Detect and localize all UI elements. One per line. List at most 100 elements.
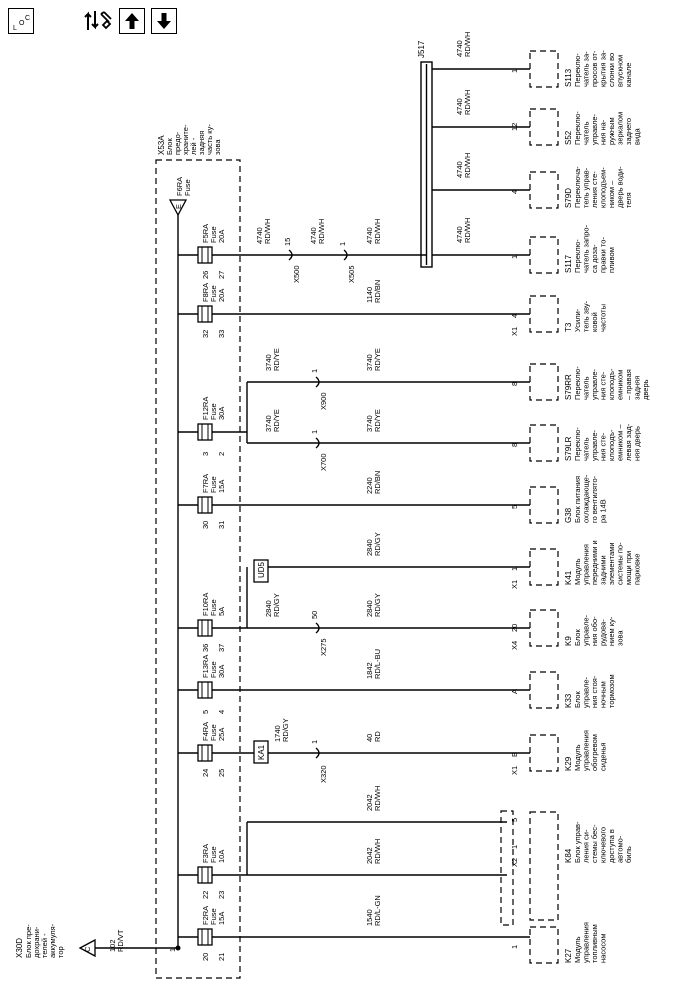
wire-code: 2042	[365, 847, 374, 864]
arrow-down-button[interactable]	[151, 8, 177, 34]
wire-color: RD/WH	[373, 786, 382, 811]
wire-color: RD/GY	[373, 593, 382, 617]
wire-code: 4740	[455, 40, 464, 57]
wire-color: RD/WH	[263, 219, 272, 244]
component-description: зова	[616, 630, 625, 646]
source-description: телей -	[40, 933, 49, 958]
source-description: Блок пре-	[24, 924, 33, 958]
component-description: ковой	[590, 312, 599, 332]
fuse-rating: 20A	[217, 289, 226, 302]
fuse-f2ra	[197, 928, 213, 946]
component-pin: 5	[510, 818, 519, 822]
inline-connector-name: X500	[292, 265, 301, 283]
wire-color: RD/L-GN	[373, 895, 382, 926]
swap-diagram-icon[interactable]	[84, 8, 112, 34]
fuse-rating: 30A	[217, 665, 226, 678]
wire-color: RD/GY	[373, 532, 382, 556]
component-description: передними и	[590, 540, 599, 585]
component-description: клоподъ-	[607, 429, 616, 461]
wire-code: 4740	[455, 161, 464, 178]
component-description: парковке	[633, 554, 642, 585]
wire-color: RD/VT	[116, 929, 125, 952]
inline-connector-x900	[315, 376, 320, 388]
wire-code: 4740	[309, 227, 318, 244]
component-pin: 1	[510, 567, 519, 571]
component-description: стемы бес-	[590, 824, 599, 863]
fuse-block-description: зова	[213, 139, 222, 155]
component-description: ления сте-	[590, 171, 599, 208]
wire-code: 1740	[273, 725, 282, 742]
component-box-s79rr	[529, 363, 559, 401]
wire-color: RD/WH	[373, 219, 382, 244]
component-name-s79lr: S79LR	[564, 436, 573, 461]
wire-code: 2840	[365, 539, 374, 556]
component-description: ночным	[599, 681, 608, 708]
component-description: правки то-	[599, 237, 608, 273]
ref-name-ka1: KA1	[257, 744, 266, 760]
fuse-f5ra	[197, 246, 213, 264]
fuse-block-description: предо-	[173, 131, 182, 155]
fuse-pin: 25	[217, 769, 226, 777]
fuse-sub: Fuse	[209, 599, 218, 616]
component-pin: 1	[510, 845, 519, 849]
component-description: Блок	[573, 691, 582, 708]
wire-color: RD/BN	[373, 280, 382, 303]
component-description: ния стоя-	[590, 675, 599, 708]
component-description: доступа в	[607, 829, 616, 863]
component-description: автомо-	[616, 835, 625, 863]
component-description: чатель	[582, 437, 591, 461]
component-description: управления	[582, 922, 591, 963]
component-pin: 1	[510, 255, 519, 259]
component-description: ния на-	[599, 119, 608, 145]
component-box-k84	[529, 811, 559, 921]
component-connector: X2	[510, 858, 519, 867]
inline-connector-name: X700	[319, 453, 328, 471]
inline-connector-x700	[315, 437, 320, 449]
component-description: го вентилято-	[590, 475, 599, 523]
component-description: Модуль	[573, 936, 582, 963]
wire-code: 1842	[365, 662, 374, 679]
source-letter: C	[83, 946, 92, 952]
component-description: ником –	[607, 180, 616, 208]
fuse-rating: 20A	[217, 230, 226, 243]
component-name-k33: K33	[564, 693, 573, 708]
wire-color: RD/BN	[373, 471, 382, 494]
wire-code: 2042	[365, 794, 374, 811]
component-description: Переклю-	[573, 239, 582, 273]
fuse-f12ra	[197, 423, 213, 441]
component-description: крытия за-	[599, 50, 608, 87]
component-description: тормозом	[607, 674, 616, 708]
component-description: топливным	[590, 924, 599, 963]
component-connector: X4	[510, 641, 519, 650]
inline-connector-name: X275	[319, 638, 328, 656]
component-description: ключевого	[599, 827, 608, 863]
component-description: нием ку-	[607, 616, 616, 646]
ref-box-ka1	[253, 740, 269, 764]
fuse-name: F3RA	[201, 844, 210, 863]
component-pin: B	[510, 752, 519, 757]
wire-color: RD/WH	[463, 90, 472, 115]
component-description: управления	[582, 544, 591, 585]
component-description: мощи при	[624, 551, 633, 585]
fuse-rating: 15A	[217, 912, 226, 925]
component-description: управле-	[590, 368, 599, 400]
legend-button[interactable]: L O C	[8, 8, 34, 34]
component-description: впускном	[616, 55, 625, 87]
wire-code: 40	[365, 734, 374, 742]
wire-code: 3740	[264, 415, 273, 432]
component-description: теля	[624, 192, 633, 208]
component-description: сиденья	[599, 742, 608, 771]
fuse-pin: 27	[217, 271, 226, 279]
component-description: клоподъем-	[599, 167, 608, 208]
component-description: емником –	[616, 424, 625, 461]
fuse-block-description: храните-	[181, 124, 190, 155]
ref-name-ud5: UD5	[257, 561, 266, 578]
inline-connector-x505	[343, 249, 348, 261]
inline-connector-name: X900	[319, 392, 328, 410]
inline-connector-x275	[315, 622, 320, 634]
wire-color: RD/GY	[281, 718, 290, 742]
arrow-up-button[interactable]	[119, 8, 145, 34]
component-pin: A	[510, 689, 519, 694]
fuse-pin: 37	[217, 644, 226, 652]
component-name-s79rr: S79RR	[564, 374, 573, 400]
